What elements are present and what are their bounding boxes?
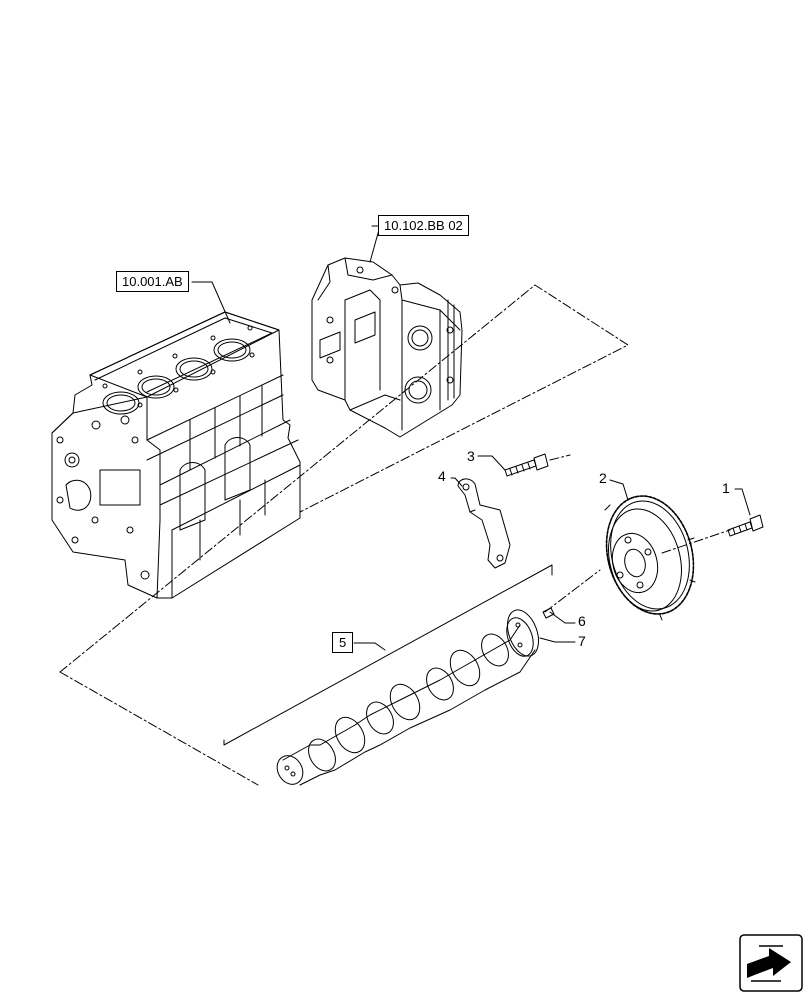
- bolt-3-drawing: [504, 453, 549, 477]
- return-arrow-icon[interactable]: [739, 934, 803, 992]
- camshaft-drawing: [276, 607, 555, 786]
- callout-4: 4: [438, 468, 446, 484]
- camshaft-group-bracket: [223, 564, 553, 746]
- callout-2: 2: [599, 470, 607, 486]
- ref-engine-block[interactable]: 10.001.AB: [116, 271, 189, 292]
- callout-5: 5: [332, 632, 354, 653]
- callout-3: 3: [467, 448, 475, 464]
- timing-cover-drawing: [311, 257, 463, 438]
- leader-lines: [191, 225, 751, 651]
- engine-block-drawing: [51, 311, 301, 599]
- bracket-drawing: [457, 478, 511, 569]
- callout-1: 1: [722, 480, 730, 496]
- callout-7: 7: [578, 633, 586, 649]
- ref-timing-cover[interactable]: 10.102.BB 02: [378, 215, 469, 236]
- callout-6: 6: [578, 613, 586, 629]
- bolt-1-drawing: [727, 514, 764, 537]
- assembly-lines: [59, 284, 731, 786]
- cam-gear-drawing: [604, 495, 696, 621]
